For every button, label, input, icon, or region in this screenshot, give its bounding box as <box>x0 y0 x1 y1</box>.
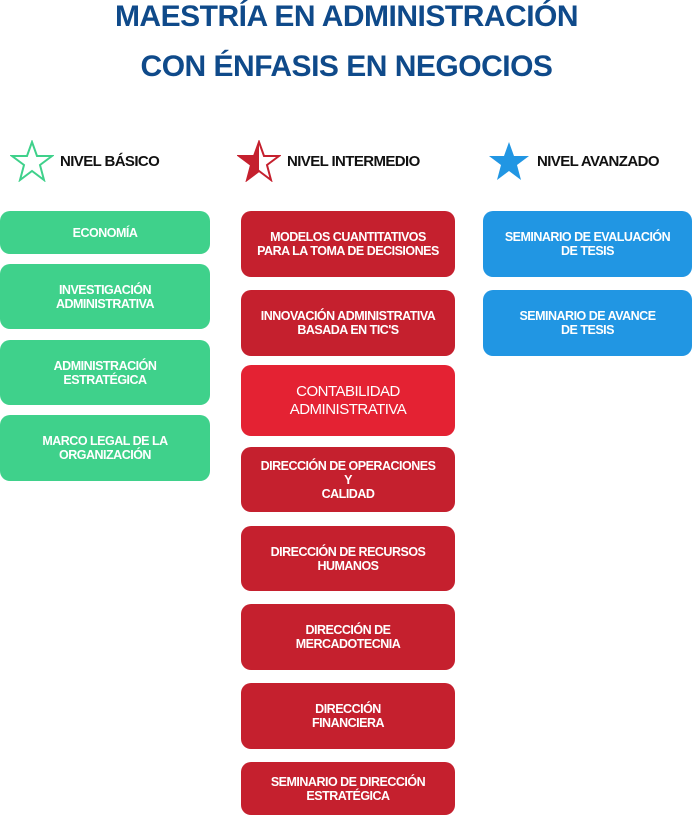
level-advanced-header: NIVEL AVANZADO <box>487 140 659 182</box>
course-innovacion-administrativa[interactable]: INNOVACIÓN ADMINISTRATIVA BASADA EN TIC'… <box>241 290 455 356</box>
course-direccion-recursos-humanos[interactable]: DIRECCIÓN DE RECURSOS HUMANOS <box>241 526 455 591</box>
level-advanced-label: NIVEL AVANZADO <box>537 152 659 170</box>
level-basic-header: NIVEL BÁSICO <box>10 140 160 182</box>
course-marco-legal[interactable]: MARCO LEGAL DE LA ORGANIZACIÓN <box>0 415 210 481</box>
level-intermediate-header: NIVEL INTERMEDIO <box>237 140 420 182</box>
course-seminario-avance-tesis[interactable]: SEMINARIO DE AVANCE DE TESIS <box>483 290 692 356</box>
star-half-icon <box>237 140 281 182</box>
star-outline-icon <box>10 140 54 182</box>
course-direccion-operaciones[interactable]: DIRECCIÓN DE OPERACIONES Y CALIDAD <box>241 447 455 512</box>
star-filled-icon <box>489 142 529 180</box>
course-economia[interactable]: ECONOMÍA <box>0 211 210 254</box>
course-modelos-cuantitativos[interactable]: MODELOS CUANTITATIVOS PARA LA TOMA DE DE… <box>241 211 455 277</box>
level-intermediate-label: NIVEL INTERMEDIO <box>287 152 420 170</box>
course-contabilidad-administrativa[interactable]: CONTABILIDAD ADMINISTRATIVA <box>241 365 455 436</box>
course-seminario-evaluacion-tesis[interactable]: SEMINARIO DE EVALUACIÓN DE TESIS <box>483 211 692 277</box>
level-basic-label: NIVEL BÁSICO <box>60 152 160 170</box>
course-investigacion-administrativa[interactable]: INVESTIGACIÓN ADMINISTRATIVA <box>0 264 210 329</box>
course-seminario-direccion-estrategica[interactable]: SEMINARIO DE DIRECCIÓN ESTRATÉGICA <box>241 762 455 815</box>
title-line-2: CON ÉNFASIS EN NEGOCIOS <box>140 50 553 83</box>
course-direccion-financiera[interactable]: DIRECCIÓN FINANCIERA <box>241 683 455 749</box>
course-direccion-mercadotecnia[interactable]: DIRECCIÓN DE MERCADOTECNIA <box>241 604 455 670</box>
title-line-1: MAESTRÍA EN ADMINISTRACIÓN <box>114 0 579 33</box>
course-administracion-estrategica[interactable]: ADMINISTRACIÓN ESTRATÉGICA <box>0 340 210 405</box>
